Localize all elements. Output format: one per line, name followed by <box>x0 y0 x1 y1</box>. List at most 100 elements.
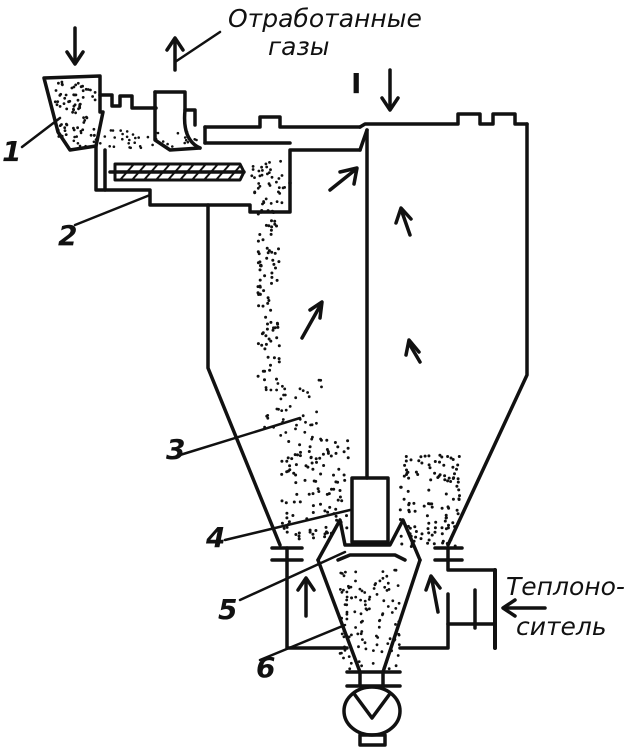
stipple-dot <box>278 192 282 195</box>
stipple-dot <box>414 535 418 539</box>
stipple-dot <box>267 249 271 253</box>
stipple-dot <box>361 638 364 641</box>
stipple-dot <box>347 655 351 658</box>
stipple-dot <box>353 610 357 614</box>
stipple-dot <box>269 363 272 367</box>
stipple-dot <box>58 124 62 127</box>
stipple-dot <box>397 620 401 624</box>
stipple-dot <box>451 477 455 480</box>
stipple-dot <box>261 331 265 335</box>
stipple-dot <box>89 133 93 137</box>
stipple-dot <box>433 526 437 530</box>
discharge-cone <box>316 558 422 688</box>
stipple-dot <box>277 247 280 251</box>
stipple-dot <box>76 98 80 102</box>
stipple-dot <box>368 595 372 599</box>
stipple-dot <box>402 497 406 501</box>
stipple-dot <box>260 173 264 177</box>
stipple-dot <box>267 299 271 302</box>
stipple-dot <box>340 632 344 636</box>
stipple-dot <box>284 431 288 434</box>
stipple-dot <box>451 497 455 501</box>
stipple-dot <box>443 474 447 478</box>
stipple-dot <box>294 463 298 467</box>
stipple-dot <box>343 478 347 482</box>
stipple-dot <box>65 122 68 126</box>
stipple-dot <box>386 605 390 608</box>
stipple-dot <box>268 368 272 372</box>
stipple-dot <box>70 86 74 90</box>
stipple-dot <box>453 544 457 548</box>
stipple-dot <box>288 468 292 472</box>
stipple-dot <box>260 165 263 169</box>
stipple-dot <box>287 520 291 524</box>
stipple-dot <box>294 427 297 431</box>
stipple-dot <box>283 186 286 189</box>
stipple-dot <box>279 397 283 401</box>
stipple-dot <box>444 492 448 496</box>
stipple-dot <box>375 643 379 647</box>
stipple-dot <box>399 534 403 538</box>
stipple-dot <box>82 121 86 124</box>
stipple-dot <box>343 645 346 649</box>
stipple-dot <box>394 607 398 610</box>
stipple-dot <box>291 514 295 517</box>
stipple-dot <box>336 480 340 484</box>
stipple-dot <box>394 568 398 572</box>
stipple-dot <box>265 327 269 331</box>
stipple-dot <box>347 584 350 588</box>
stipple-dot <box>451 458 455 461</box>
stipple-dot <box>55 103 59 107</box>
stipple-dot <box>434 520 438 524</box>
stipple-dot <box>277 186 281 190</box>
stipple-dot <box>270 275 274 279</box>
stipple-dot <box>427 463 431 467</box>
stipple-dot <box>446 455 450 458</box>
stipple-dot <box>284 501 288 505</box>
stipple-dot <box>311 532 315 536</box>
stipple-dot <box>71 110 74 114</box>
stipple-dot <box>399 485 403 489</box>
stipple-dot <box>273 251 277 255</box>
stipple-dot <box>311 492 315 496</box>
stipple-dot <box>440 532 444 536</box>
stipple-dot <box>325 492 329 496</box>
stipple-dot <box>258 292 262 296</box>
stipple-dot <box>400 542 404 546</box>
stipple-dot <box>286 456 290 460</box>
stipple-dot <box>445 542 449 545</box>
stipple-dot <box>275 224 278 228</box>
stipple-dot <box>318 456 322 460</box>
stipple-dot <box>272 262 276 266</box>
stipple-dot <box>276 382 280 385</box>
stipple-dot <box>131 133 135 136</box>
stipple-dot <box>349 661 353 665</box>
stipple-dot <box>405 473 408 476</box>
stipple-dot <box>58 105 62 108</box>
stipple-dot <box>332 512 336 516</box>
stipple-dot <box>256 374 260 378</box>
stipple-dot <box>397 643 401 646</box>
stipple-dot <box>272 425 275 429</box>
stipple-dot <box>279 434 283 437</box>
stipple-dot <box>359 612 363 616</box>
stipple-dot <box>290 457 294 461</box>
stipple-dot <box>133 141 136 144</box>
stipple-dot <box>360 630 364 633</box>
stipple-dot <box>73 103 77 107</box>
stipple-dot <box>321 452 325 456</box>
stipple-dot <box>354 579 357 583</box>
stipple-dot <box>338 489 342 492</box>
stipple-dot <box>342 635 346 639</box>
stipple-dot <box>263 378 266 382</box>
stipple-dot <box>301 389 305 392</box>
stipple-dot <box>376 636 380 639</box>
stipple-dot <box>307 450 311 453</box>
stipple-dot <box>446 479 450 483</box>
stipple-dot <box>305 517 309 521</box>
stipple-dot <box>269 168 272 172</box>
stipple-dot <box>256 186 260 190</box>
stipple-dot <box>78 144 82 148</box>
stipple-dot <box>404 524 407 528</box>
stipple-dot <box>293 453 297 457</box>
